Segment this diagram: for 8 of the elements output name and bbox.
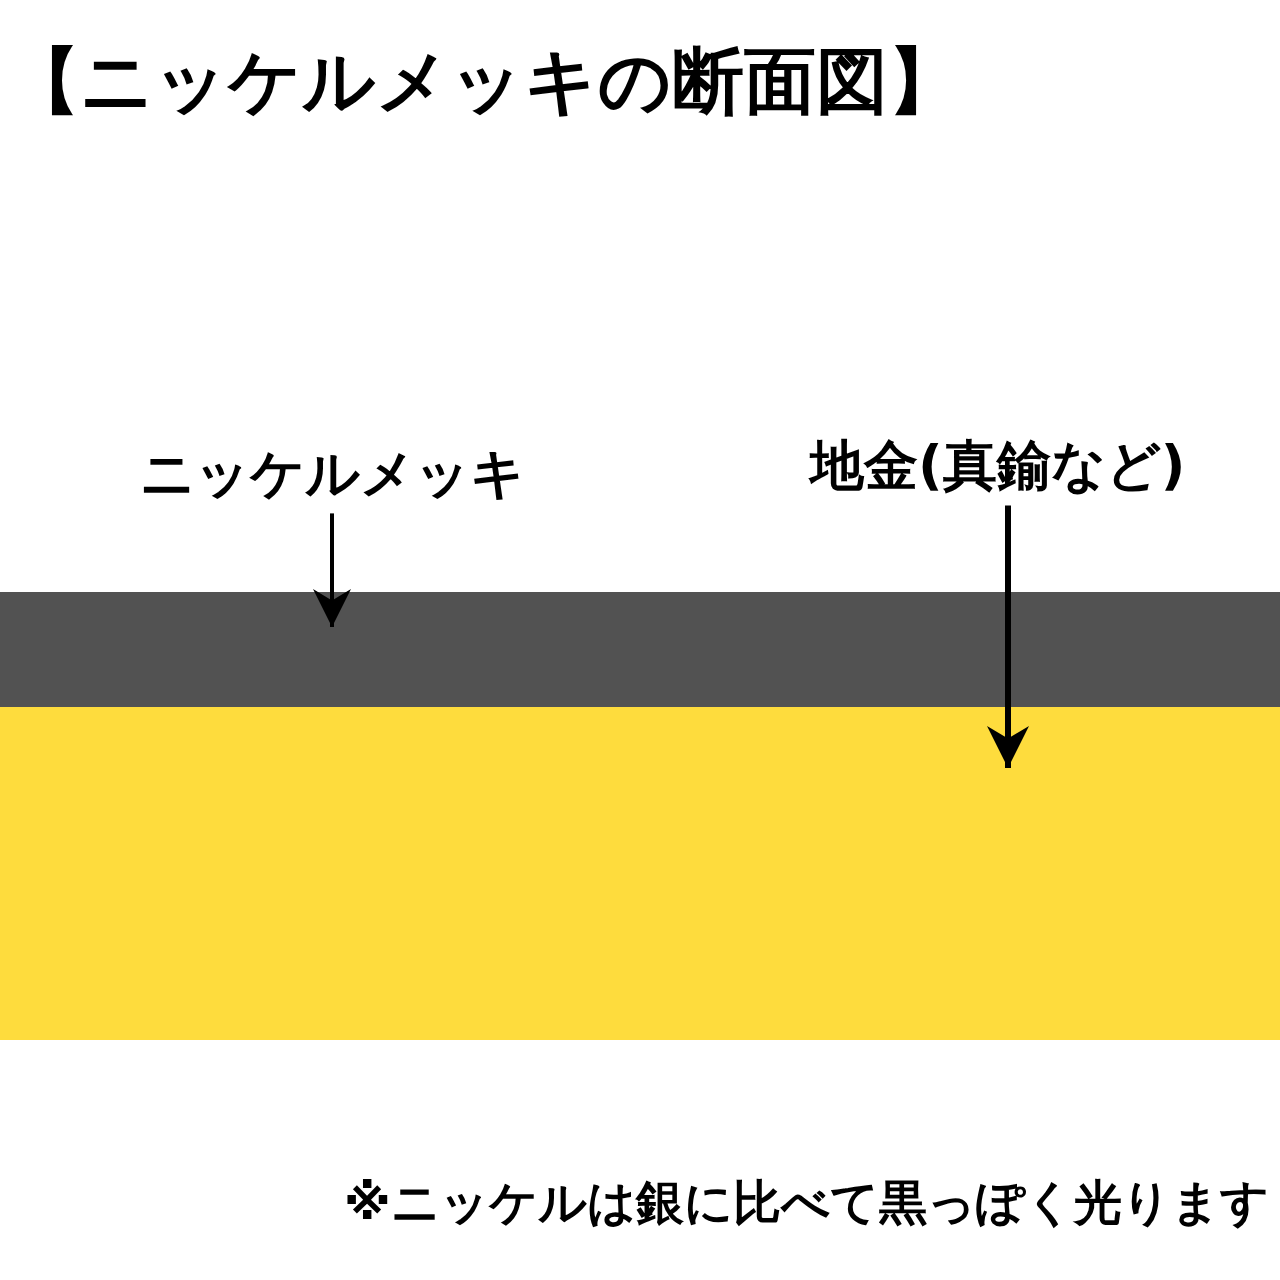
note: ※ニッケルは銀に比べて黒っぽく光ります xyxy=(344,1176,1269,1229)
layer-label: 地金(真鍮など) xyxy=(810,436,1186,496)
title: 【ニッケルメッキの断面図】 xyxy=(8,42,960,122)
base-metal-layer xyxy=(0,707,1280,1040)
leader-arrow xyxy=(987,505,1029,768)
leader-arrow xyxy=(313,513,351,627)
plating-layer xyxy=(0,592,1280,707)
layer-label: ニッケルメッキ xyxy=(140,444,525,504)
